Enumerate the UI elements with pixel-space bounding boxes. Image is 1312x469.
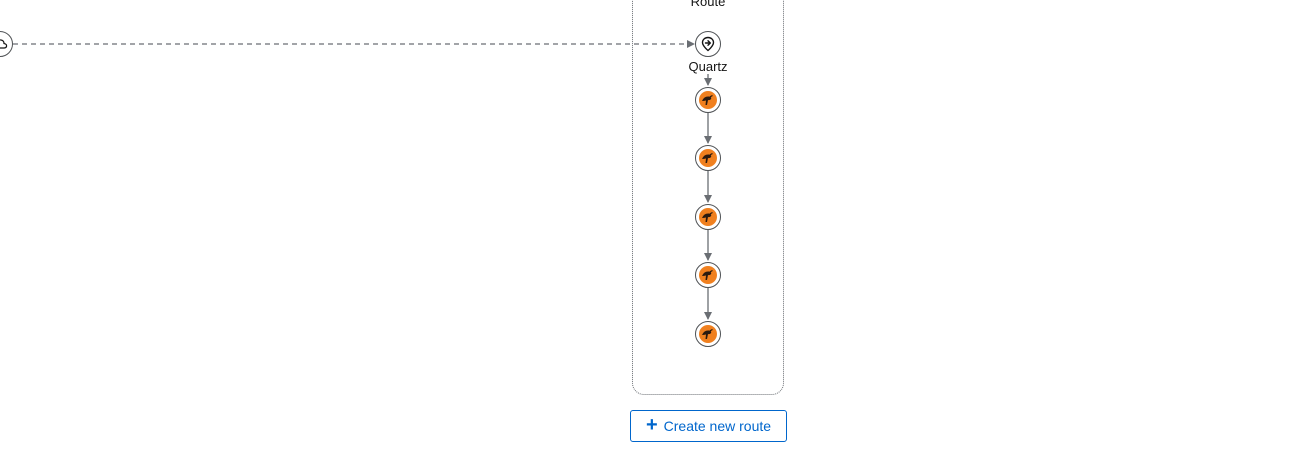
quartz-source-node[interactable] — [695, 31, 721, 57]
camel-icon — [699, 325, 717, 343]
camel-icon — [699, 266, 717, 284]
route-step-3-node[interactable] — [695, 204, 721, 230]
create-new-route-button[interactable]: + Create new route — [630, 410, 787, 442]
camel-icon — [699, 91, 717, 109]
route-group — [632, 0, 784, 395]
route-title: Route — [690, 0, 726, 9]
camel-icon — [699, 149, 717, 167]
plus-icon: + — [645, 414, 658, 436]
camel-icon — [699, 208, 717, 226]
route-step-1-node[interactable] — [695, 87, 721, 113]
cloud-icon — [0, 39, 8, 49]
route-step-4-node[interactable] — [695, 262, 721, 288]
route-step-2-node[interactable] — [695, 145, 721, 171]
quartz-label: Quartz — [688, 59, 728, 74]
map-pin-arrow-icon — [701, 36, 715, 52]
create-new-route-label: Create new route — [663, 418, 772, 434]
route-step-5-node[interactable] — [695, 321, 721, 347]
